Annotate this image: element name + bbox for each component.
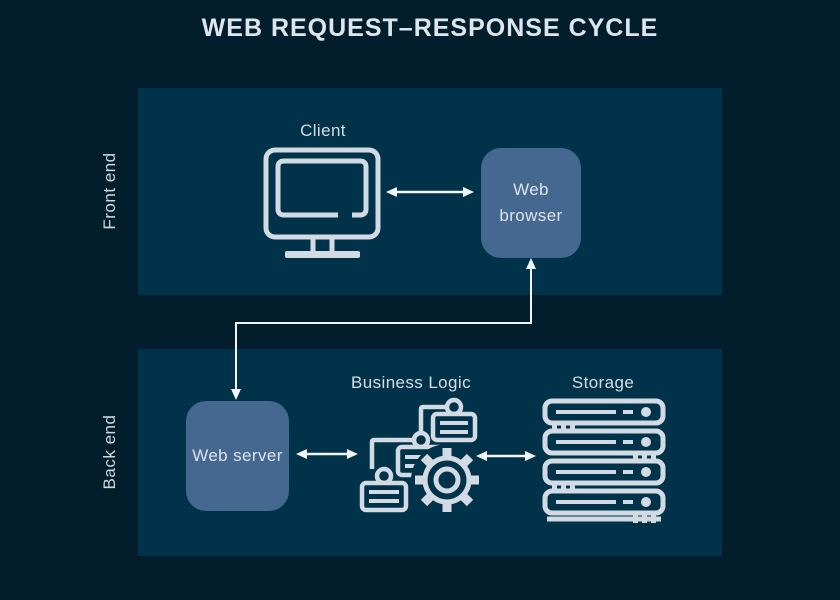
web-browser-node: Web browser bbox=[481, 148, 581, 258]
logic-storage-arrow bbox=[476, 451, 536, 461]
browser-server-connector-arrow bbox=[231, 258, 536, 400]
business-logic-label: Business Logic bbox=[351, 373, 471, 392]
web-server-node: Web server bbox=[186, 401, 289, 511]
client-browser-arrow bbox=[386, 187, 474, 197]
page-title: WEB REQUEST–RESPONSE CYCLE bbox=[201, 14, 659, 42]
workflow-gear-icon bbox=[359, 397, 483, 516]
client-label: Client bbox=[300, 121, 346, 140]
server-logic-arrow bbox=[296, 449, 358, 459]
web-browser-node-label: Web browser bbox=[499, 179, 563, 225]
storage-label: Storage bbox=[571, 373, 635, 392]
web-server-node-label: Web server bbox=[192, 445, 283, 465]
desktop-monitor-icon bbox=[263, 147, 381, 258]
server-rack-icon bbox=[542, 398, 666, 523]
